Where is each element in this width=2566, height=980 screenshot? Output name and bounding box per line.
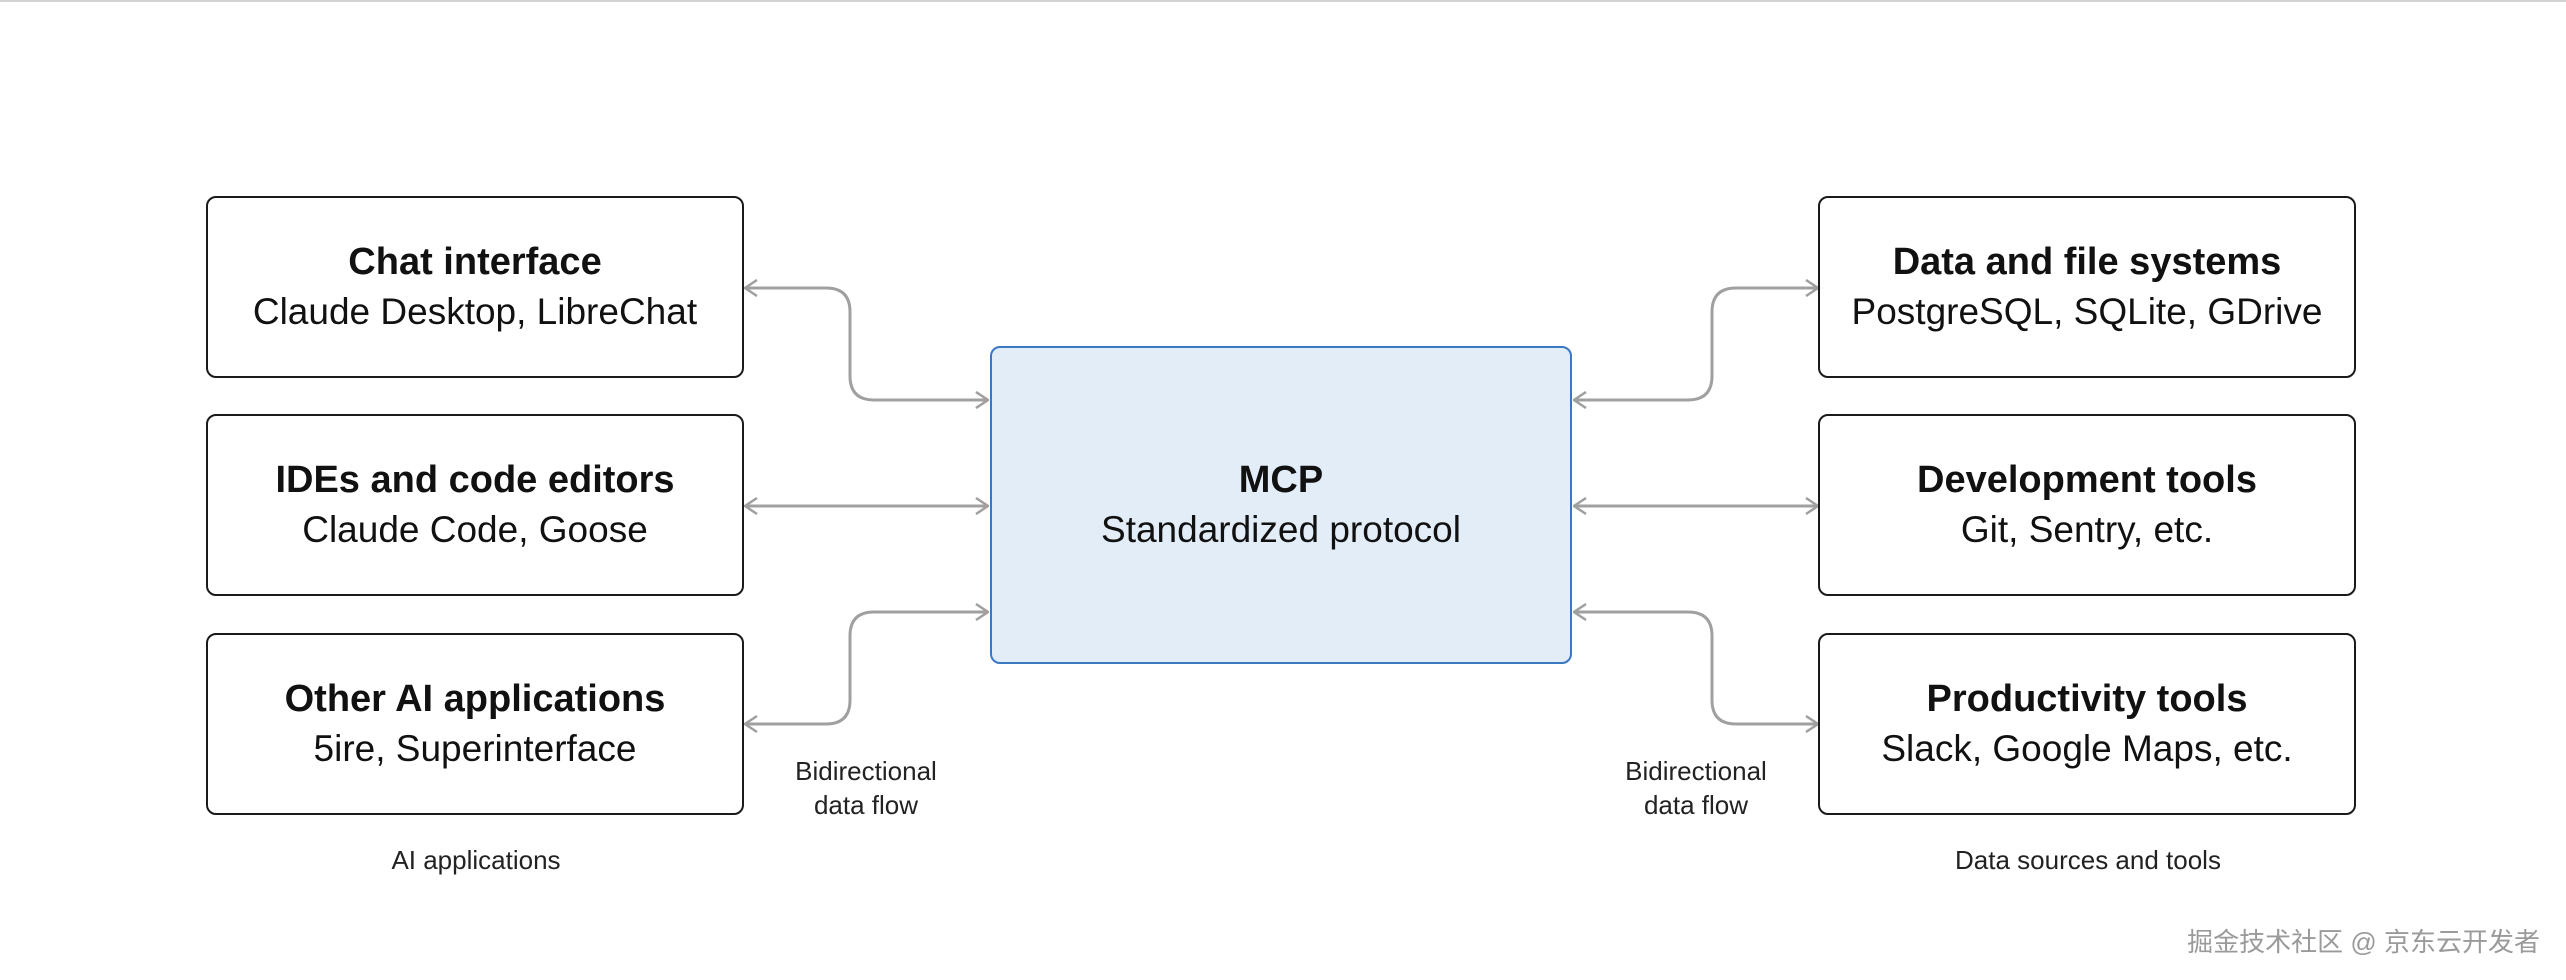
flow-label-line: data flow [1643, 790, 1749, 820]
mcp-title: MCP [1238, 459, 1324, 501]
box-development-tools: Development tools Git, Sentry, etc. [1818, 414, 2356, 596]
mcp-box: MCP Standardized protocol [990, 346, 1572, 664]
box-productivity-tools: Productivity tools Slack, Google Maps, e… [1818, 633, 2356, 815]
box-subtitle: 5ire, Superinterface [313, 728, 637, 769]
box-subtitle: PostgreSQL, SQLite, GDrive [1851, 291, 2323, 332]
group-label-data-sources: Data sources and tools [1955, 845, 2221, 875]
arrow-mcp-to-data [1574, 288, 1818, 400]
box-data-file-systems: Data and file systems PostgreSQL, SQLite… [1818, 196, 2356, 378]
box-title: Development tools [1917, 459, 2257, 501]
box-other-ai-applications: Other AI applications 5ire, Superinterfa… [206, 633, 744, 815]
box-title: IDEs and code editors [275, 459, 675, 501]
flow-label-right: Bidirectional data flow [1596, 754, 1796, 822]
box-title: Data and file systems [1892, 241, 2282, 283]
flow-label-line: Bidirectional [1625, 756, 1767, 786]
box-subtitle: Slack, Google Maps, etc. [1881, 728, 2293, 769]
top-divider [0, 0, 2566, 2]
flow-label-left: Bidirectional data flow [766, 754, 966, 822]
arrow-other-to-mcp [745, 612, 988, 724]
box-title: Other AI applications [284, 678, 666, 720]
arrow-chat-to-mcp [745, 288, 988, 400]
box-ides-code-editors: IDEs and code editors Claude Code, Goose [206, 414, 744, 596]
flow-label-line: data flow [813, 790, 919, 820]
box-subtitle: Claude Code, Goose [302, 509, 648, 550]
box-chat-interface: Chat interface Claude Desktop, LibreChat [206, 196, 744, 378]
box-subtitle: Git, Sentry, etc. [1960, 509, 2214, 550]
flow-label-line: Bidirectional [795, 756, 937, 786]
mcp-subtitle: Standardized protocol [1101, 509, 1461, 550]
box-title: Chat interface [348, 241, 602, 283]
box-title: Productivity tools [1926, 678, 2248, 720]
box-subtitle: Claude Desktop, LibreChat [252, 291, 698, 332]
arrow-mcp-to-productivity [1574, 612, 1818, 724]
group-label-ai-applications: AI applications [391, 845, 561, 875]
watermark: 掘金技术社区 @ 京东云开发者 [2187, 927, 2540, 957]
